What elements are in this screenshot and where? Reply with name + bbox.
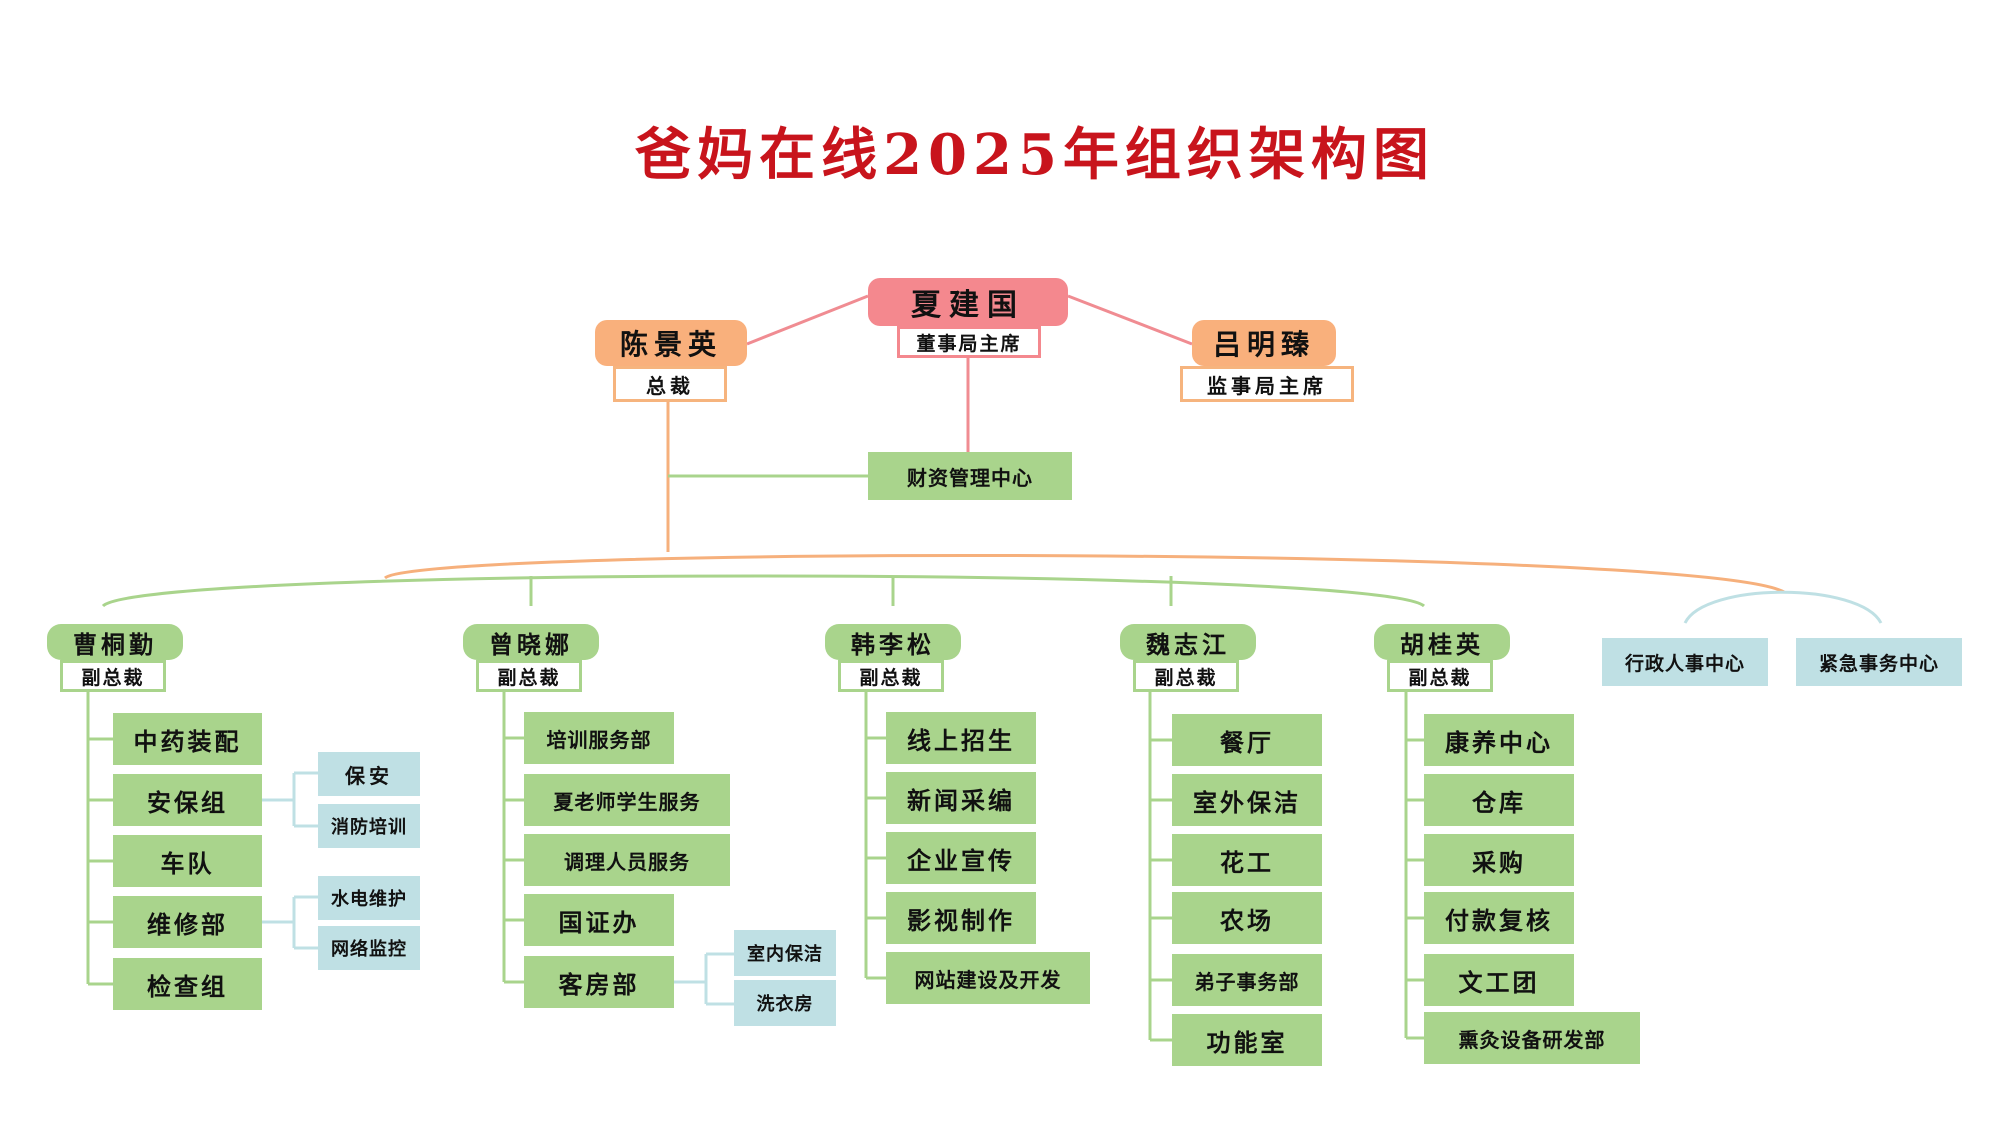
vp1-sub-security-1: 保安	[318, 752, 420, 796]
vp3-dept-5: 网站建设及开发	[886, 952, 1090, 1004]
chart-title: 爸妈在线2025年组织架构图	[635, 122, 1435, 188]
vp5-dept-6: 熏灸设备研发部	[1424, 1012, 1640, 1064]
line-blue-arc	[1683, 590, 1883, 624]
vp1-dept-5: 检查组	[113, 958, 262, 1010]
vp4-dept-1: 餐厅	[1172, 714, 1322, 766]
line-chairman-president	[746, 294, 869, 346]
vp5-name-box: 胡桂英	[1374, 624, 1510, 660]
vp1-sub-security-2: 消防培训	[318, 804, 420, 848]
vp3-name-box: 韩李松	[825, 624, 961, 660]
vp4-dept-3: 花工	[1172, 834, 1322, 886]
vp2-role-box: 副总裁	[476, 660, 582, 692]
vp3-dept-4: 影视制作	[886, 892, 1036, 944]
vp5-dept-5: 文工团	[1424, 954, 1574, 1006]
vp1-dept-3: 车队	[113, 835, 262, 887]
vp2-name-box: 曾晓娜	[463, 624, 599, 660]
vp1-name-box: 曹桐勤	[47, 624, 183, 660]
emergency-center-box: 紧急事务中心	[1796, 638, 1962, 686]
vp5-dept-3: 采购	[1424, 834, 1574, 886]
vp5-role-box: 副总裁	[1387, 660, 1493, 692]
vp2-dept-5: 客房部	[524, 956, 674, 1008]
chairman-name-box: 夏建国	[868, 278, 1068, 326]
vp5-dept-1: 康养中心	[1424, 714, 1574, 766]
vp4-name-box: 魏志江	[1120, 624, 1256, 660]
finance-center-box: 财资管理中心	[868, 452, 1072, 500]
vp3-dept-1: 线上招生	[886, 712, 1036, 764]
supervisor-role-box: 监事局主席	[1180, 366, 1354, 402]
vp3-role-box: 副总裁	[838, 660, 944, 692]
line-chairman-supervisor	[1067, 294, 1193, 346]
vp3-dept-3: 企业宣传	[886, 832, 1036, 884]
president-name-box: 陈景英	[595, 320, 747, 366]
vp4-dept-2: 室外保洁	[1172, 774, 1322, 826]
vp1-dept-2: 安保组	[113, 774, 262, 826]
vp2-sub-housekeeping-1: 室内保洁	[734, 930, 836, 976]
chairman-role-box: 董事局主席	[897, 326, 1041, 358]
vp4-role-box: 副总裁	[1133, 660, 1239, 692]
line-green-arc	[101, 574, 1425, 608]
vp5-dept-4: 付款复核	[1424, 892, 1574, 944]
vp2-dept-2: 夏老师学生服务	[524, 774, 730, 826]
vp4-dept-6: 功能室	[1172, 1014, 1322, 1066]
president-role-box: 总裁	[613, 366, 727, 402]
vp5-dept-2: 仓库	[1424, 774, 1574, 826]
vp2-sub-housekeeping-2: 洗衣房	[734, 980, 836, 1026]
vp1-dept-4: 维修部	[113, 896, 262, 948]
vp1-sub-maintenance-2: 网络监控	[318, 926, 420, 970]
vp3-dept-2: 新闻采编	[886, 772, 1036, 824]
vp1-role-box: 副总裁	[60, 660, 166, 692]
vp2-dept-1: 培训服务部	[524, 712, 674, 764]
vp2-dept-4: 国证办	[524, 894, 674, 946]
vp4-dept-5: 弟子事务部	[1172, 954, 1322, 1006]
hr-center-box: 行政人事中心	[1602, 638, 1768, 686]
vp1-sub-maintenance-1: 水电维护	[318, 876, 420, 920]
vp2-dept-3: 调理人员服务	[524, 834, 730, 886]
vp4-dept-4: 农场	[1172, 892, 1322, 944]
vp1-dept-1: 中药装配	[113, 713, 262, 765]
supervisor-name-box: 吕明臻	[1192, 320, 1336, 366]
line-orange-arc	[384, 554, 1785, 594]
